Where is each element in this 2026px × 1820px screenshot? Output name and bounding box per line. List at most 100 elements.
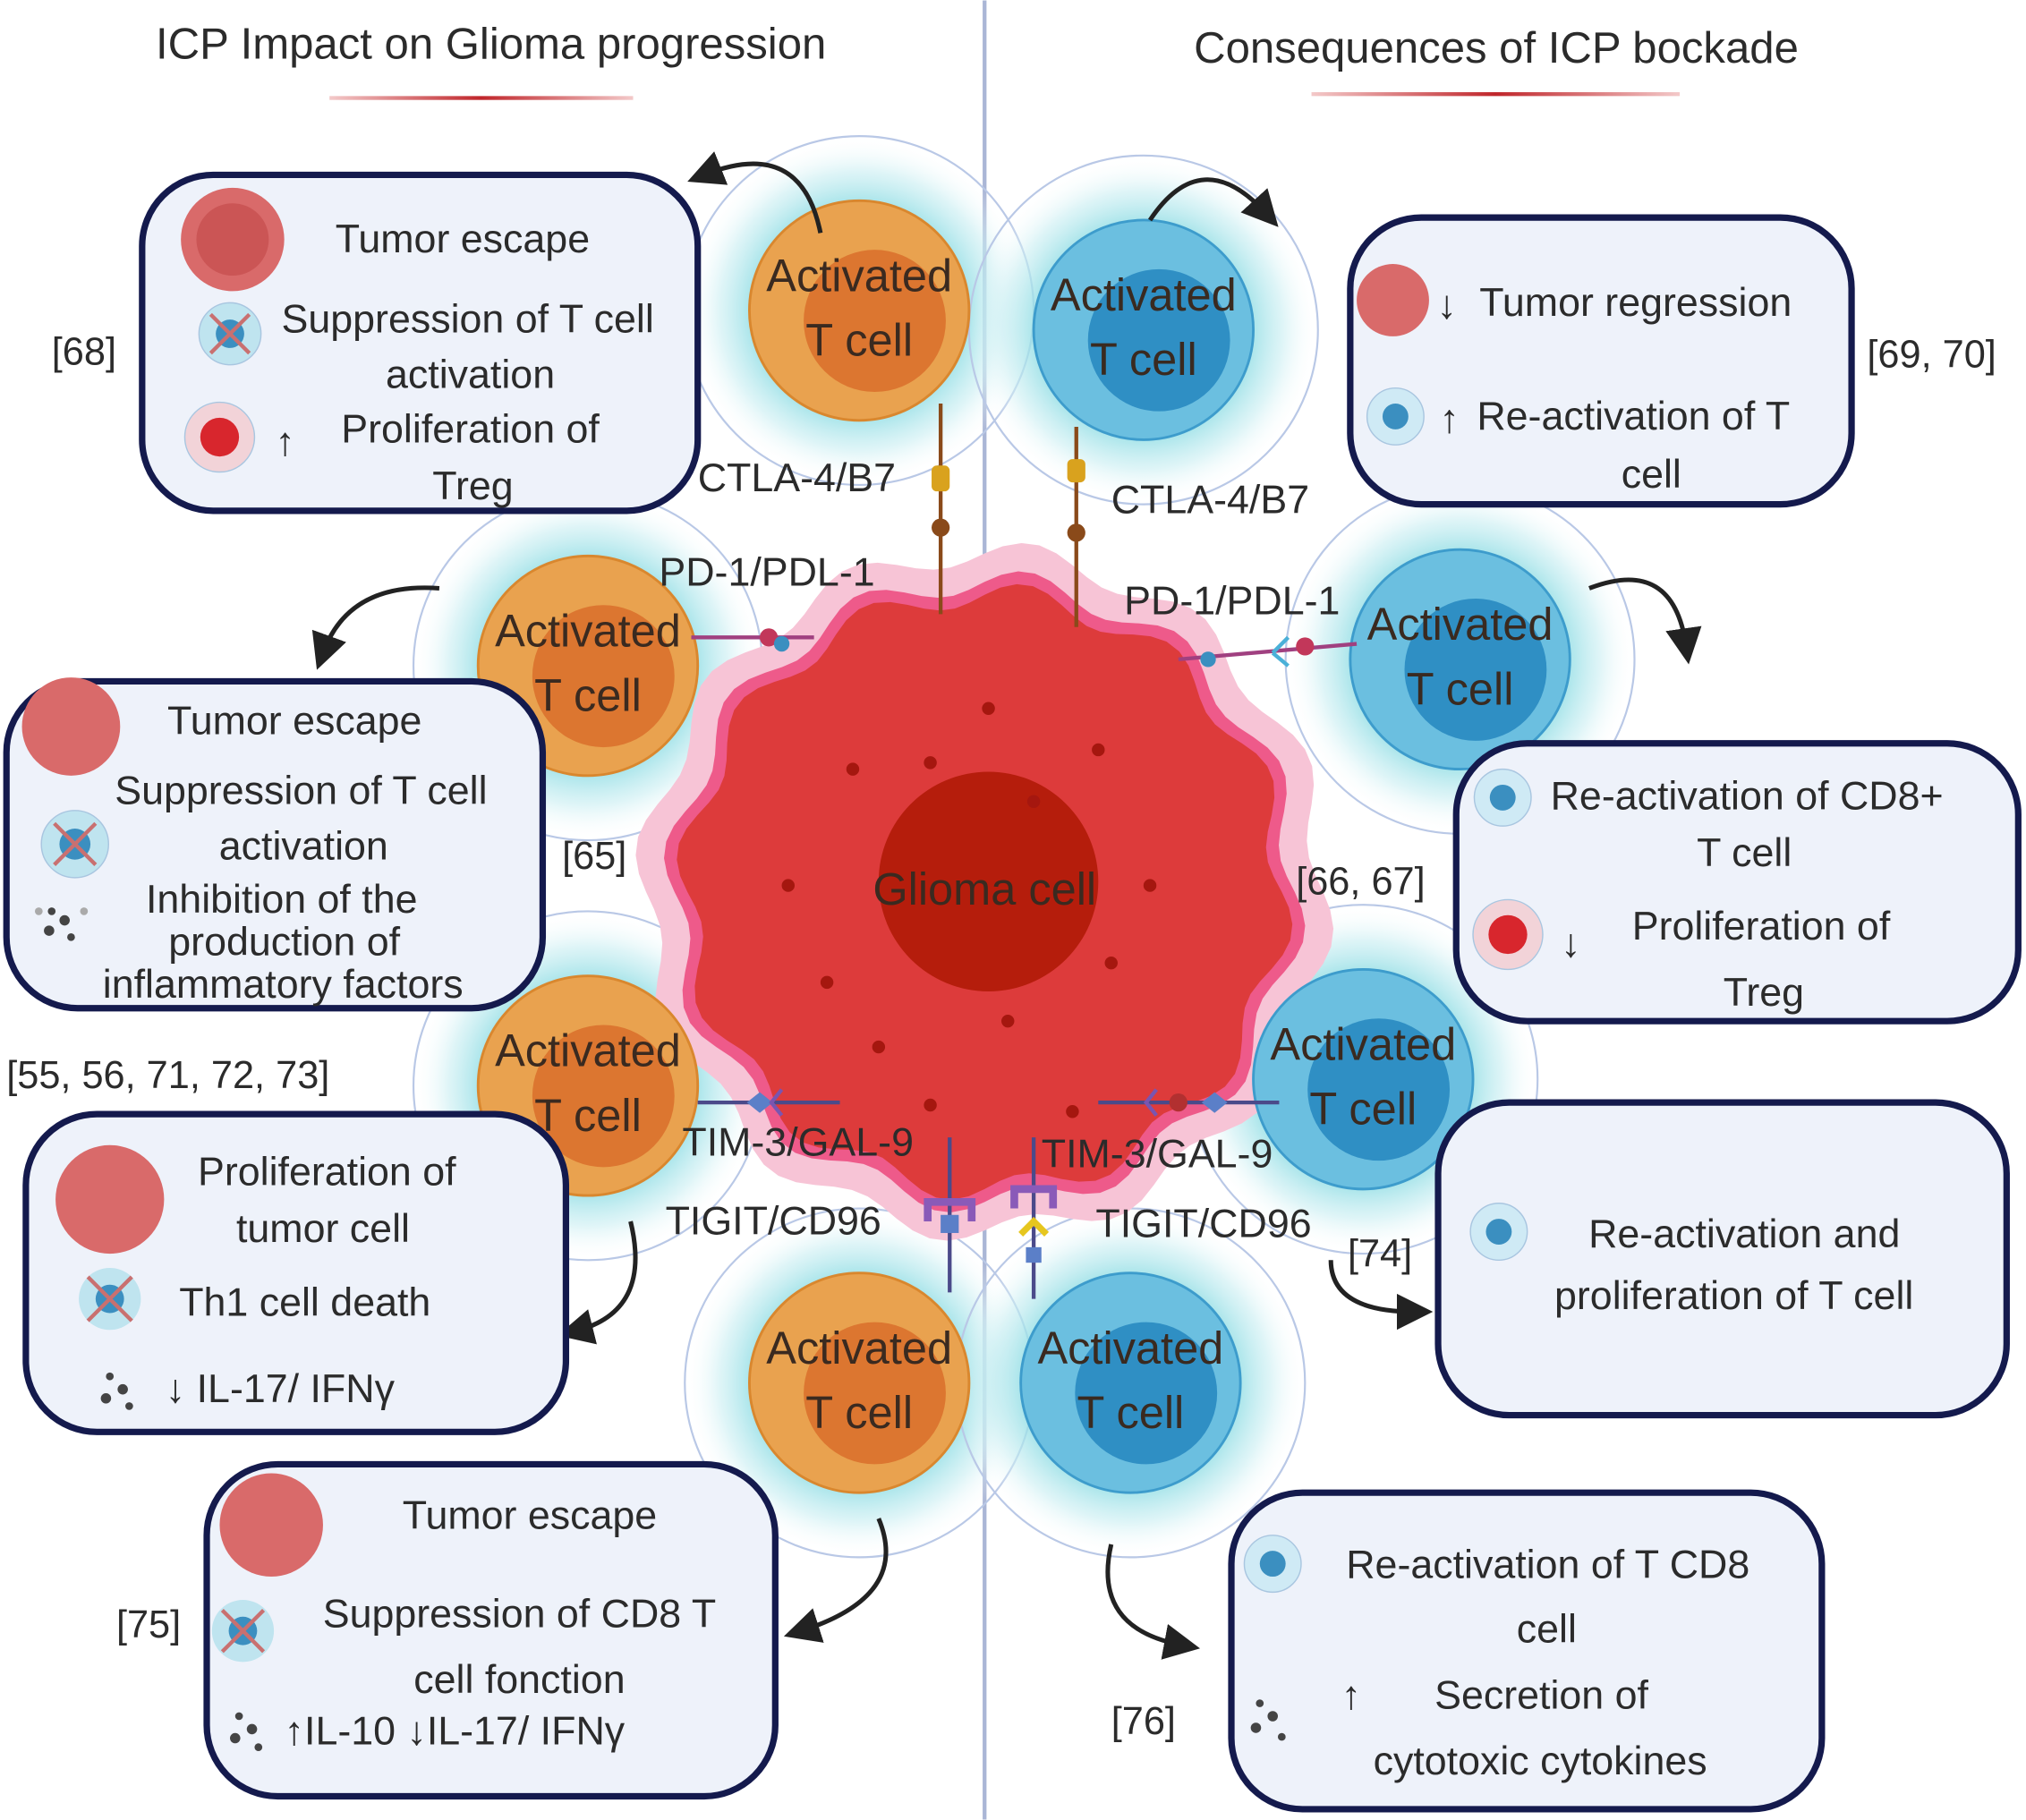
ref-55-73: [55, 56, 71, 72, 73]: [6, 1054, 329, 1097]
cell-label-line1: Activated: [766, 1322, 952, 1374]
glioma-granule: [924, 1098, 937, 1112]
box-text: Tumor escape: [336, 217, 590, 261]
tumor-cluster-icon: [181, 187, 285, 292]
box-text: ↑IL-10 ↓IL-17/ IFNγ: [285, 1709, 626, 1754]
box-text: Inhibition of the: [146, 877, 418, 922]
cell-label-line1: Activated: [1051, 269, 1237, 320]
glioma-granule: [1092, 743, 1105, 757]
suppressed-t-cell-icon: [211, 1600, 275, 1663]
glioma-granule: [1026, 795, 1041, 808]
cell-label-line2: T cell: [1090, 334, 1197, 385]
cytokine-dots-icon: [100, 1372, 133, 1410]
up-arrow: ↑: [1439, 396, 1459, 441]
tumor-cluster-icon: [55, 1144, 165, 1254]
label-pd1-right: PD-1/PDL-1: [1124, 578, 1340, 623]
left-box-pd1: Tumor escape Suppression of T cell activ…: [3, 677, 547, 1012]
cell-label-line1: Activated: [1037, 1322, 1223, 1374]
cell-label-line1: Activated: [1270, 1018, 1456, 1069]
treg-cell-icon: [183, 401, 256, 473]
left-title: ICP Impact on Glioma progression: [156, 20, 826, 68]
glioma-granule: [1001, 1014, 1015, 1028]
down-arrow: ↓: [1437, 283, 1457, 327]
box-text: activation: [386, 353, 555, 397]
glioma-granule: [846, 762, 860, 776]
cytokine-dots-icon: [34, 907, 89, 941]
ref-65: [65]: [562, 835, 626, 878]
box-text: Suppression of T cell: [115, 769, 487, 813]
box-text: activation: [219, 824, 388, 869]
label-ctla4-right: CTLA-4/B7: [1111, 478, 1309, 523]
cytokine-dots-icon: [1250, 1699, 1286, 1741]
left-title-underline: [329, 96, 634, 100]
label-ctla4-left: CTLA-4/B7: [698, 455, 896, 500]
ref-66-67: [66, 67]: [1296, 861, 1425, 904]
box-text: Tumor escape: [167, 699, 421, 744]
tumor-cluster-icon: [21, 677, 121, 776]
box-text: Treg: [432, 464, 513, 508]
box-text: Re-activation of T CD8: [1346, 1542, 1749, 1586]
box-text: Proliferation of: [1632, 904, 1891, 948]
box-text: Proliferation of: [198, 1150, 456, 1195]
box-text: cell: [1622, 452, 1681, 497]
box-text: Treg: [1724, 970, 1804, 1015]
glioma-granule: [872, 1040, 886, 1054]
cell-label-line1: Activated: [1367, 599, 1554, 650]
glioma-granule: [1143, 879, 1157, 892]
activated-t-cell-blue: Activated T cell: [1019, 1271, 1242, 1494]
ref-69-70: [69, 70]: [1867, 334, 1996, 377]
cell-label-line2: T cell: [805, 1387, 913, 1438]
right-title-underline: [1311, 92, 1681, 97]
box-text: cytotoxic cytokines: [1374, 1739, 1707, 1783]
left-box-ctla4: Tumor escape Suppression of T cell activ…: [139, 171, 702, 515]
cell-label-line1: Activated: [495, 1025, 681, 1076]
label-pd1-left: PD-1/PDL-1: [659, 550, 874, 595]
right-box-ctla4: ↓ Tumor regression ↑ Re-activation of T …: [1347, 214, 1855, 508]
t-cell-icon: [1243, 1535, 1302, 1594]
up-arrow: ↑: [1341, 1672, 1361, 1717]
glioma-granule: [924, 756, 937, 770]
left-box-tigit: Tumor escape Suppression of CD8 T cell f…: [203, 1460, 779, 1800]
glioma-cell: Glioma cell: [635, 542, 1334, 1241]
curved-arrows: [311, 151, 1702, 1660]
glioma-granule: [1066, 1105, 1079, 1118]
label-tim3-right: TIM-3/GAL-9: [1042, 1131, 1273, 1176]
receptor-ligand-pairs: [691, 404, 1358, 1299]
down-arrow: ↓: [1561, 921, 1580, 965]
box-text: Th1 cell death: [179, 1280, 430, 1324]
activated-t-cell-blue: Activated T cell: [1349, 548, 1571, 771]
label-tim3-left: TIM-3/GAL-9: [682, 1119, 914, 1164]
box-text: cell: [1517, 1607, 1577, 1652]
right-box-tim3: Re-activation and proliferation of T cel…: [1434, 1099, 2010, 1419]
box-text: ↓ IL-17/ IFNγ: [166, 1366, 396, 1411]
t-cell-icon: [1469, 1203, 1528, 1262]
tumor-cluster-icon: [219, 1473, 323, 1578]
ref-74: [74]: [1348, 1233, 1412, 1276]
box-text: inflammatory factors: [103, 962, 464, 1007]
box-text: Re-activation of CD8+: [1551, 773, 1944, 818]
glioma-nucleus: [878, 771, 1099, 991]
cytokine-dots-icon: [230, 1712, 263, 1751]
t-cell-icon: [1473, 768, 1532, 827]
box-text: T cell: [1697, 830, 1792, 875]
label-tigit-right: TIGIT/CD96: [1095, 1201, 1311, 1246]
left-box-tim3: Proliferation of tumor cell Th1 cell dea…: [22, 1110, 570, 1435]
activated-t-cell-blue: Activated T cell: [1032, 218, 1256, 441]
right-box-pd1: Re-activation of CD8+ T cell ↓ Prolifera…: [1452, 740, 2022, 1025]
box-text: Tumor regression: [1479, 280, 1792, 325]
cell-label-line2: T cell: [534, 1090, 642, 1141]
box-text: Suppression of CD8 T: [323, 1591, 716, 1636]
t-cell-icon: [1366, 387, 1425, 446]
cell-label-line2: T cell: [1407, 663, 1514, 714]
cell-label-line1: Activated: [766, 250, 952, 301]
box-text: Secretion of: [1434, 1672, 1648, 1717]
suppressed-t-cell-icon: [198, 302, 262, 366]
glioma-granule: [820, 975, 834, 990]
cell-label-line2: T cell: [1077, 1387, 1185, 1438]
tumor-cluster-icon: [1357, 264, 1429, 336]
ref-76: [76]: [1111, 1700, 1176, 1743]
ref-68: [68]: [52, 331, 116, 374]
